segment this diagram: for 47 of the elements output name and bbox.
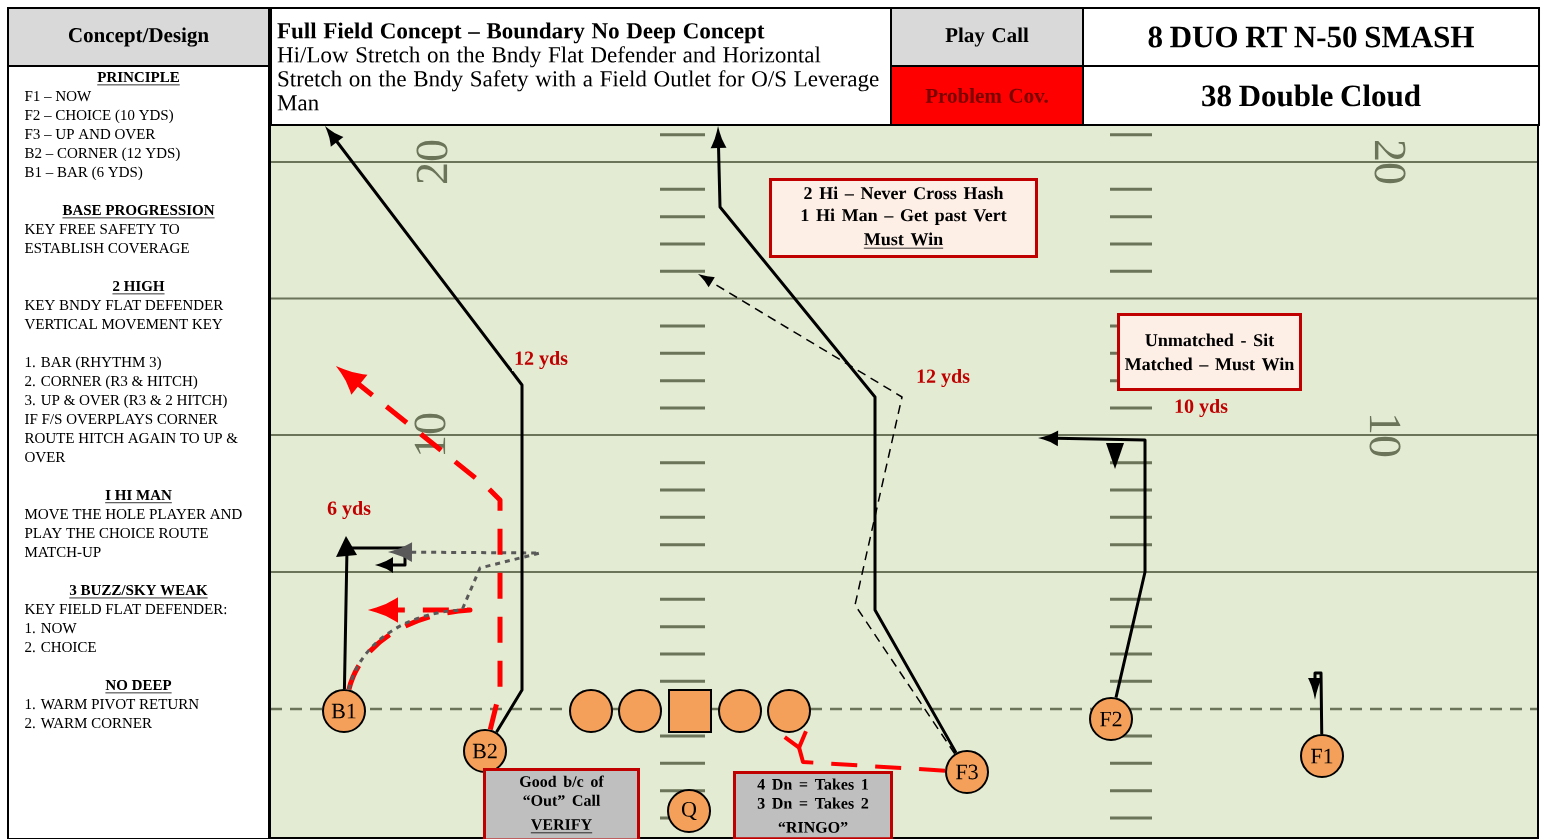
note-text: 1. BAR (RHYTHM 3) xyxy=(25,356,161,371)
section-heading: NO DEEP xyxy=(104,680,173,694)
center-square xyxy=(668,689,712,733)
header-cell: Play Call xyxy=(890,7,1084,67)
description-box: Full Field Concept – Boundary No Deep Concept Hi/Low Stretch on the Bndy Flat Defender and Horizontal Stretch on the Bndy Safety with a Field Outlet for O/S Leverage Man xyxy=(270,7,892,126)
edge-label: 12 yds xyxy=(914,366,972,390)
section-heading: 2 HIGH xyxy=(112,281,165,295)
lineman-circle xyxy=(569,689,613,733)
note-text: 3. UP & OVER (R3 & 2 HITCH) xyxy=(25,394,227,409)
note-text: KEY FREE SAFETY TO ESTABLISH COVERAGE xyxy=(24,224,189,254)
header-cell: Concept/Design xyxy=(7,7,270,67)
note-text: F3 – UP AND OVER xyxy=(24,129,156,140)
note-box: 4 Dn = Takes 1 3 Dn = Takes 2 “RINGO” xyxy=(733,771,893,839)
note-text: 2. CORNER (R3 & HITCH) xyxy=(25,375,198,390)
note-text: 2. WARM CORNER xyxy=(25,718,152,729)
note-box: 2 Hi – Never Cross Hash 1 Hi Man – Get past Vert Must Win xyxy=(769,178,1038,258)
notes-panel xyxy=(7,65,270,839)
note-text: B2 – CORNER (12 YDS) xyxy=(24,147,180,162)
note-text: KEY FIELD FLAT DEFENDER: xyxy=(24,604,227,615)
note-box: Unmatched - Sit Matched – Must Win xyxy=(1117,313,1302,391)
note-text: 2. CHOICE xyxy=(25,642,96,653)
coverage-cell: 38 Double Cloud xyxy=(1082,65,1540,126)
note-text: B1 – BAR (6 YDS) xyxy=(24,166,143,181)
route-arrow xyxy=(783,730,946,773)
note-text: F1 – NOW xyxy=(24,91,92,102)
lineman-circle xyxy=(767,689,811,733)
yard-number: 10 xyxy=(1369,416,1401,457)
note-text: 1. WARM PIVOT RETURN xyxy=(25,699,199,710)
edge-label: 10 yds xyxy=(1172,396,1230,420)
play-call-cell: 8 DUO RT N-50 SMASH xyxy=(1082,7,1540,67)
edge-label: 12 yds xyxy=(512,348,570,372)
yard-number: 20 xyxy=(1374,141,1406,184)
header-cell: Problem Cov. xyxy=(890,65,1084,126)
section-heading: PRINCIPLE xyxy=(96,72,181,86)
note-text: 1. NOW xyxy=(25,623,77,634)
note-box: Good b/c of “Out” Call VERIFY xyxy=(483,768,640,839)
section-heading: BASE PROGRESSION xyxy=(62,205,215,219)
lineman-circle xyxy=(618,689,662,733)
note-text: KEY BNDY FLAT DEFENDER VERTICAL MOVEMENT KEY xyxy=(24,300,224,330)
route-arrow xyxy=(699,274,956,755)
route-arrow xyxy=(1308,671,1324,734)
note-text: F2 – CHOICE (10 YDS) xyxy=(24,109,173,124)
note-text: MOVE THE HOLE PLAYER AND PLAY THE CHOICE ROUTE MATCH-UP xyxy=(24,509,242,558)
section-heading: I HI MAN xyxy=(104,490,173,504)
section-heading: 3 BUZZ/SKY WEAK xyxy=(68,585,209,599)
lineman-circle xyxy=(718,689,762,733)
note-text: IF F/S OVERPLAYS CORNER ROUTE HITCH AGAIN TO UP & OVER xyxy=(24,414,238,463)
